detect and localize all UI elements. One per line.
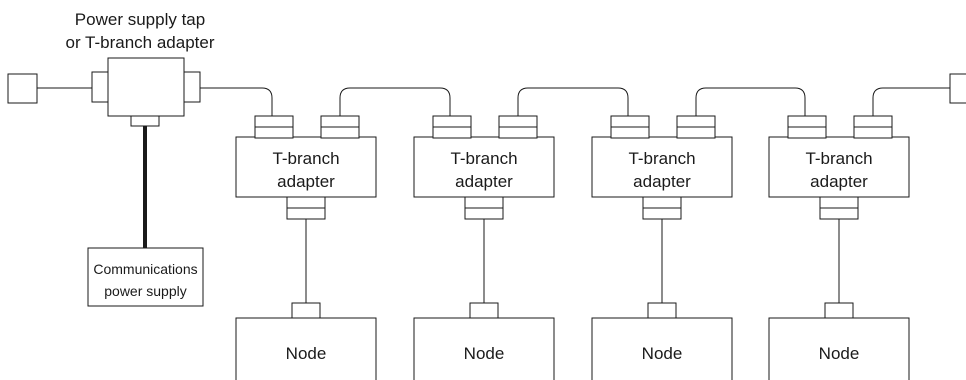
t-branch-adapter-2 xyxy=(413,136,555,198)
node-label-2: Node xyxy=(464,344,505,363)
t-branch-label-3-line2: adapter xyxy=(633,172,691,191)
trunk-cable-3 xyxy=(695,87,806,116)
node-3 xyxy=(591,317,733,380)
node-connector-3 xyxy=(647,302,677,319)
trunk-cable-2 xyxy=(517,87,629,116)
t-branch-label-3-line1: T-branch xyxy=(628,149,695,168)
communications-power-supply: Communications power supply xyxy=(87,247,204,307)
branch-2: T-branch adapter Node xyxy=(413,115,555,380)
branch-3: T-branch adapter Node xyxy=(591,115,733,380)
t-branch-label-4-line2: adapter xyxy=(810,172,868,191)
node-4 xyxy=(768,317,910,380)
node-connector-1 xyxy=(291,302,321,319)
trunk-cable-4 xyxy=(872,87,950,116)
branch-4: T-branch adapter Node xyxy=(768,115,910,380)
power-supply-tap xyxy=(91,57,201,127)
t-branch-label-4-line1: T-branch xyxy=(805,149,872,168)
power-tap-label-line2: or T-branch adapter xyxy=(66,33,215,52)
left-terminator xyxy=(7,73,38,104)
node-1 xyxy=(235,317,377,380)
node-label-3: Node xyxy=(642,344,683,363)
power-tap-label-line1: Power supply tap xyxy=(75,10,205,29)
node-2 xyxy=(413,317,555,380)
comm-supply-label-line2: power supply xyxy=(104,283,187,299)
node-connector-4 xyxy=(824,302,854,319)
t-branch-label-2-line1: T-branch xyxy=(450,149,517,168)
branch-1: T-branch adapter Node xyxy=(235,115,377,380)
t-branch-adapter-1 xyxy=(235,136,377,198)
t-branch-label-1-line1: T-branch xyxy=(272,149,339,168)
right-terminator xyxy=(949,73,966,104)
trunk-cable-1 xyxy=(339,87,451,116)
t-branch-adapter-4 xyxy=(768,136,910,198)
t-branch-label-2-line2: adapter xyxy=(455,172,513,191)
node-connector-2 xyxy=(469,302,499,319)
t-branch-adapter-3 xyxy=(591,136,733,198)
node-label-4: Node xyxy=(819,344,860,363)
trunk-cable-0 xyxy=(200,87,273,116)
node-label-1: Node xyxy=(286,344,327,363)
t-branch-label-1-line2: adapter xyxy=(277,172,335,191)
comm-supply-label-line1: Communications xyxy=(93,261,197,277)
